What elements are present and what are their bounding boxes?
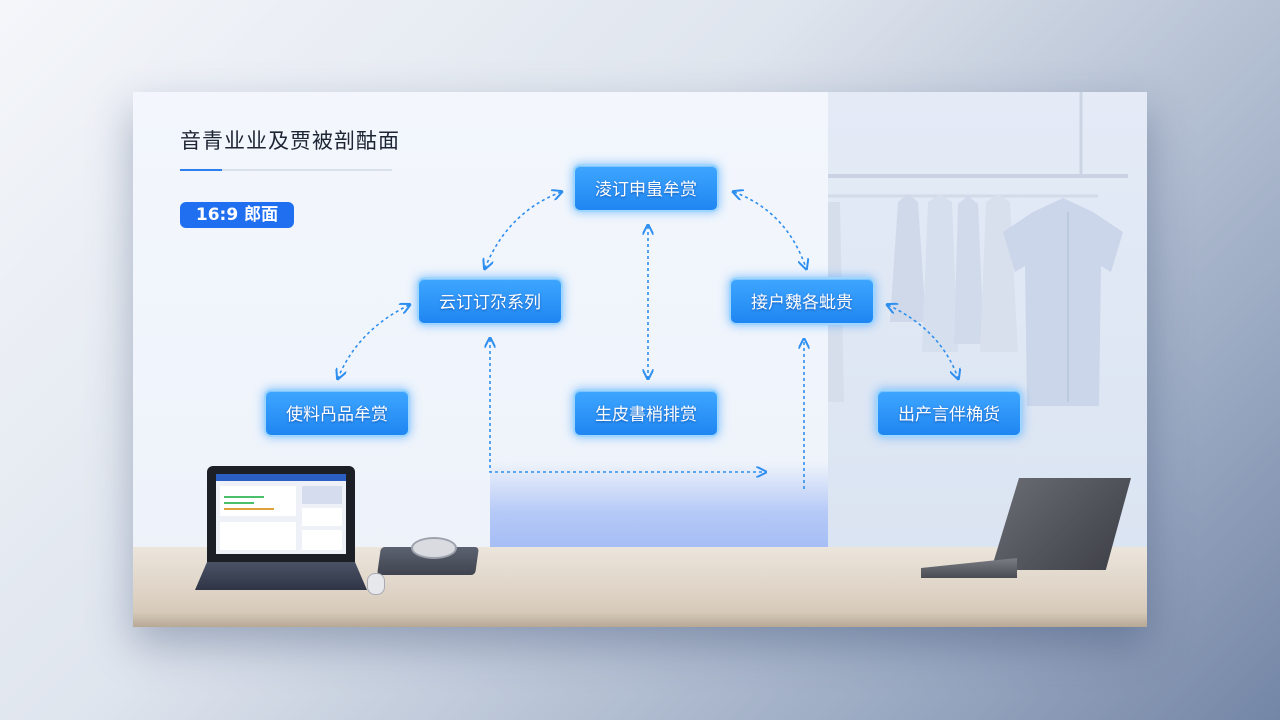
node-top[interactable]: 淩订申蛗牟赏 bbox=[573, 164, 719, 212]
arrow-top-left bbox=[485, 192, 561, 268]
clothing-rack-illustration bbox=[828, 92, 1128, 406]
clothing-rack-photo bbox=[828, 92, 1147, 547]
dashboard-illustration bbox=[216, 474, 346, 550]
node-bottom-center[interactable]: 生皮書梢排赏 bbox=[573, 389, 719, 437]
desk-edge bbox=[133, 612, 1147, 627]
computer-mouse bbox=[367, 573, 385, 595]
arrow-left-bottom-left bbox=[338, 305, 409, 378]
title-underline bbox=[180, 169, 392, 171]
arrow-left-down-right bbox=[490, 339, 765, 472]
page-title: 音青业业及贾被剖酤面 bbox=[180, 129, 400, 153]
laptop-left-keyboard bbox=[195, 562, 367, 590]
node-right[interactable]: 接户魏各蚍贵 bbox=[729, 277, 875, 325]
aspect-ratio-badge: 16:9 郎面 bbox=[180, 202, 294, 228]
title-underline-accent bbox=[180, 169, 222, 171]
slide-canvas: 音青业业及贾被剖酤面 16:9 郎面 淩订申蛗牟赏 云订订尕系列 接户魏各蚍贵 … bbox=[133, 92, 1147, 627]
earbuds-object bbox=[411, 537, 457, 559]
node-bottom-left[interactable]: 使料冎品牟赏 bbox=[264, 389, 410, 437]
arrow-right-bottom-right bbox=[888, 305, 958, 378]
laptop-left-screen bbox=[207, 466, 355, 562]
node-bottom-right[interactable]: 出产言伴桷货 bbox=[876, 389, 1022, 437]
arrow-top-right bbox=[734, 192, 806, 268]
flow-arrows bbox=[133, 92, 1147, 489]
node-left[interactable]: 云订订尕系列 bbox=[417, 277, 563, 325]
laptop-dashboard-display bbox=[216, 474, 346, 554]
